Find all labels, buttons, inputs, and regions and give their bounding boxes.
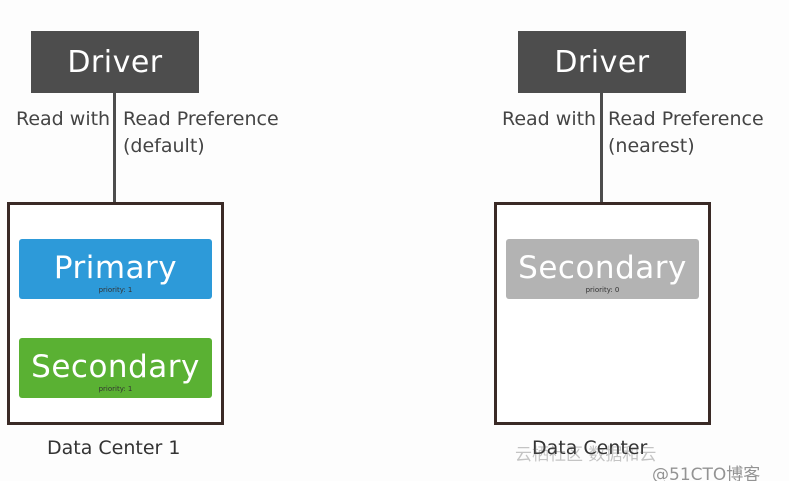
left-connector-line — [113, 93, 116, 217]
left-read-preference-mode: (default) — [123, 135, 205, 157]
right-driver-label: Driver — [554, 44, 650, 80]
left-data-center-caption: Data Center 1 — [47, 437, 181, 459]
right-data-center-caption: Data Center — [532, 437, 648, 459]
left-primary-node: Primary priority: 1 — [19, 239, 212, 299]
left-secondary-node: Secondary priority: 1 — [19, 338, 212, 398]
node-title: Secondary — [31, 349, 200, 385]
right-secondary-node: Secondary priority: 0 — [506, 239, 699, 299]
node-priority: priority: 1 — [98, 286, 133, 294]
left-read-preference-label: Read Preference — [123, 108, 279, 130]
right-data-center-frame — [494, 202, 711, 425]
right-read-preference-label: Read Preference — [608, 108, 764, 130]
left-read-with-label: Read with — [16, 108, 111, 130]
watermark-line-2: @51CTO博客 — [652, 465, 761, 481]
node-priority: priority: 1 — [98, 385, 133, 393]
node-title: Secondary — [518, 250, 687, 286]
right-connector-line — [600, 93, 603, 217]
left-driver-box: Driver — [31, 31, 199, 93]
right-read-preference-mode: (nearest) — [608, 135, 695, 157]
right-driver-box: Driver — [518, 31, 686, 93]
left-driver-label: Driver — [67, 44, 163, 80]
watermark-line-1: 云栖社区 数据和云 — [515, 445, 657, 465]
node-title: Primary — [53, 250, 178, 286]
right-read-with-label: Read with — [502, 108, 597, 130]
node-priority: priority: 0 — [585, 286, 620, 294]
